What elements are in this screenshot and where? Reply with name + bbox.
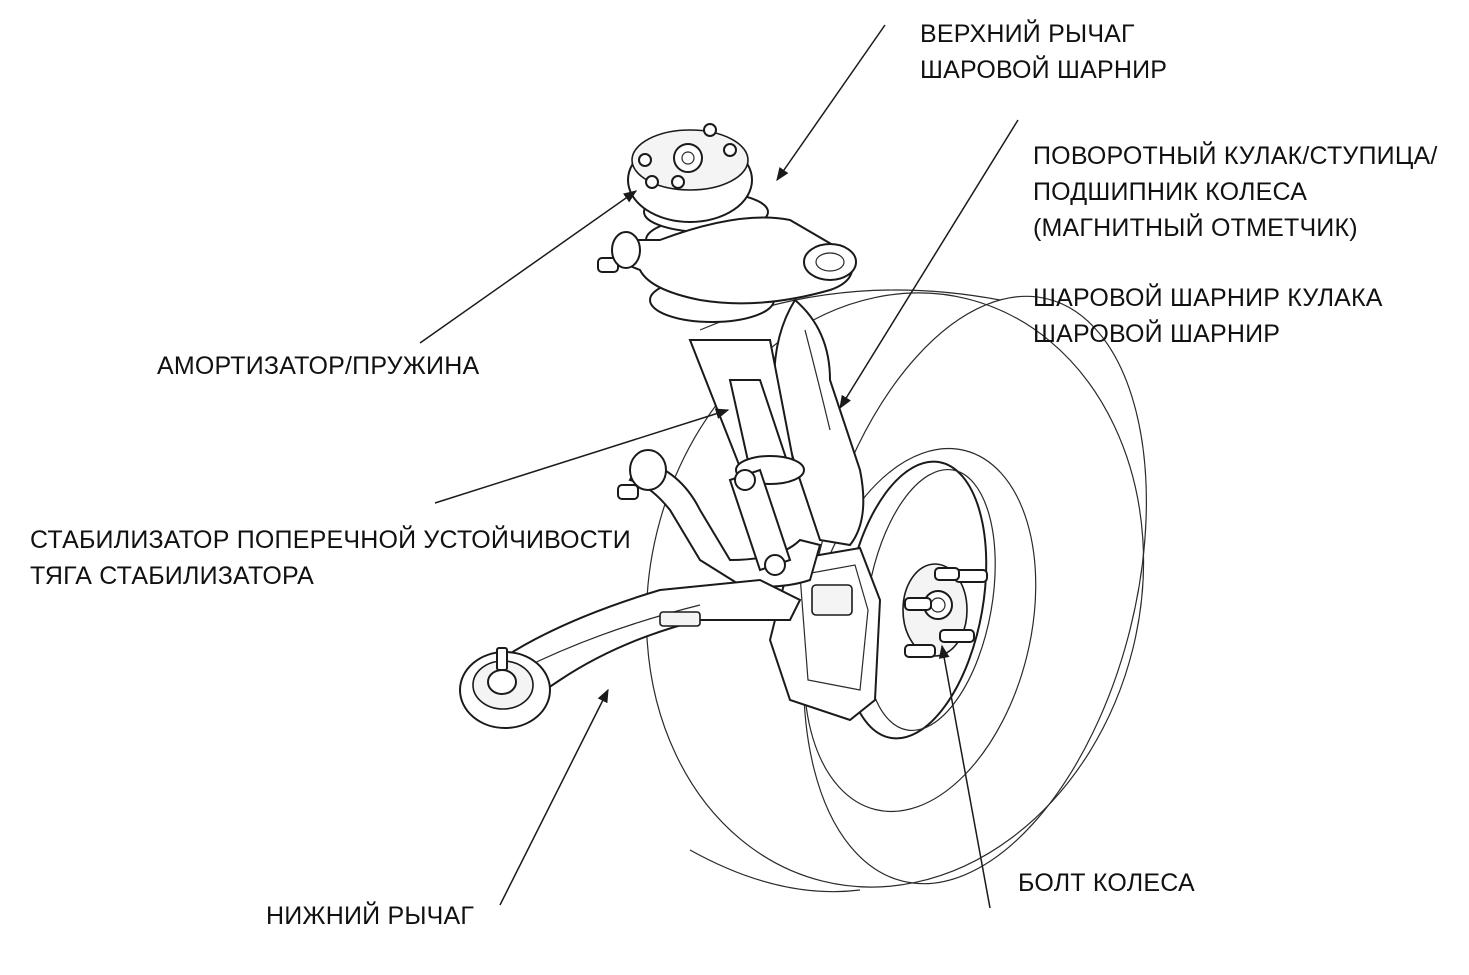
- label-upper-arm-line1: ВЕРХНИЙ РЫЧАГ: [920, 20, 1135, 48]
- lower-arm-bushing: [459, 647, 551, 729]
- label-damper-line1: АМОРТИЗАТОР/ПРУЖИНА: [157, 352, 480, 380]
- wheel-studs: [904, 567, 988, 658]
- shock-absorber: [688, 339, 805, 521]
- label-knuckle-ball-joint: ШАРОВОЙ ШАРНИР КУЛАКА ШАРОВОЙ ШАРНИР: [1033, 280, 1383, 352]
- label-stabilizer-line1: СТАБИЛИЗАТОР ПОПЕРЕЧНОЙ УСТОЙЧИВОСТИ: [30, 526, 631, 554]
- label-stabilizer-line2: ТЯГА СТАБИЛИЗАТОРА: [30, 562, 315, 590]
- label-knuckle: ПОВОРОТНЫЙ КУЛАК/СТУПИЦА/ ПОДШИПНИК КОЛЕ…: [1033, 138, 1438, 246]
- leader-upper-ball-joint: [839, 119, 1019, 410]
- label-knuckle-line1: ПОВОРОТНЫЙ КУЛАК/СТУПИЦА/: [1033, 142, 1438, 170]
- leader-upper-arm: [776, 24, 886, 182]
- leader-stabilizer: [434, 408, 730, 504]
- brake-caliper: [768, 546, 882, 722]
- tire: [645, 289, 1147, 893]
- label-stabilizer: СТАБИЛИЗАТОР ПОПЕРЕЧНОЙ УСТОЙЧИВОСТИ ТЯГ…: [30, 522, 631, 594]
- steering-knuckle: [773, 298, 865, 547]
- label-upper-arm-line2: ШАРОВОЙ ШАРНИР: [920, 56, 1168, 84]
- leader-damper: [419, 190, 638, 344]
- upper-arm: [597, 216, 857, 305]
- leader-lower-arm: [499, 688, 609, 906]
- label-wheel-bolt: БОЛТ КОЛЕСА: [1018, 865, 1195, 901]
- label-upper-arm: ВЕРХНИЙ РЫЧАГ ШАРОВОЙ ШАРНИР: [920, 16, 1167, 88]
- strut-mount: [627, 123, 753, 223]
- label-knuckle-line3: (МАГНИТНЫЙ ОТМЕТЧИК): [1033, 214, 1358, 242]
- label-knuckle-ball-joint-line2: ШАРОВОЙ ШАРНИР: [1033, 320, 1281, 348]
- label-knuckle-ball-joint-line1: ШАРОВОЙ ШАРНИР КУЛАКА: [1033, 284, 1383, 312]
- leader-lines: [419, 24, 1019, 909]
- label-knuckle-line2: ПОДШИПНИК КОЛЕСА: [1033, 178, 1308, 206]
- lower-arm: [498, 578, 802, 702]
- label-lower-arm: НИЖНИЙ РЫЧАГ: [266, 898, 474, 934]
- leader-wheel-bolt: [938, 644, 991, 909]
- label-damper: АМОРТИЗАТОР/ПРУЖИНА: [157, 348, 479, 384]
- label-wheel-bolt-line1: БОЛТ КОЛЕСА: [1018, 869, 1195, 897]
- label-lower-arm-line1: НИЖНИЙ РЫЧАГ: [266, 902, 475, 930]
- stabilizer-link: [728, 468, 792, 576]
